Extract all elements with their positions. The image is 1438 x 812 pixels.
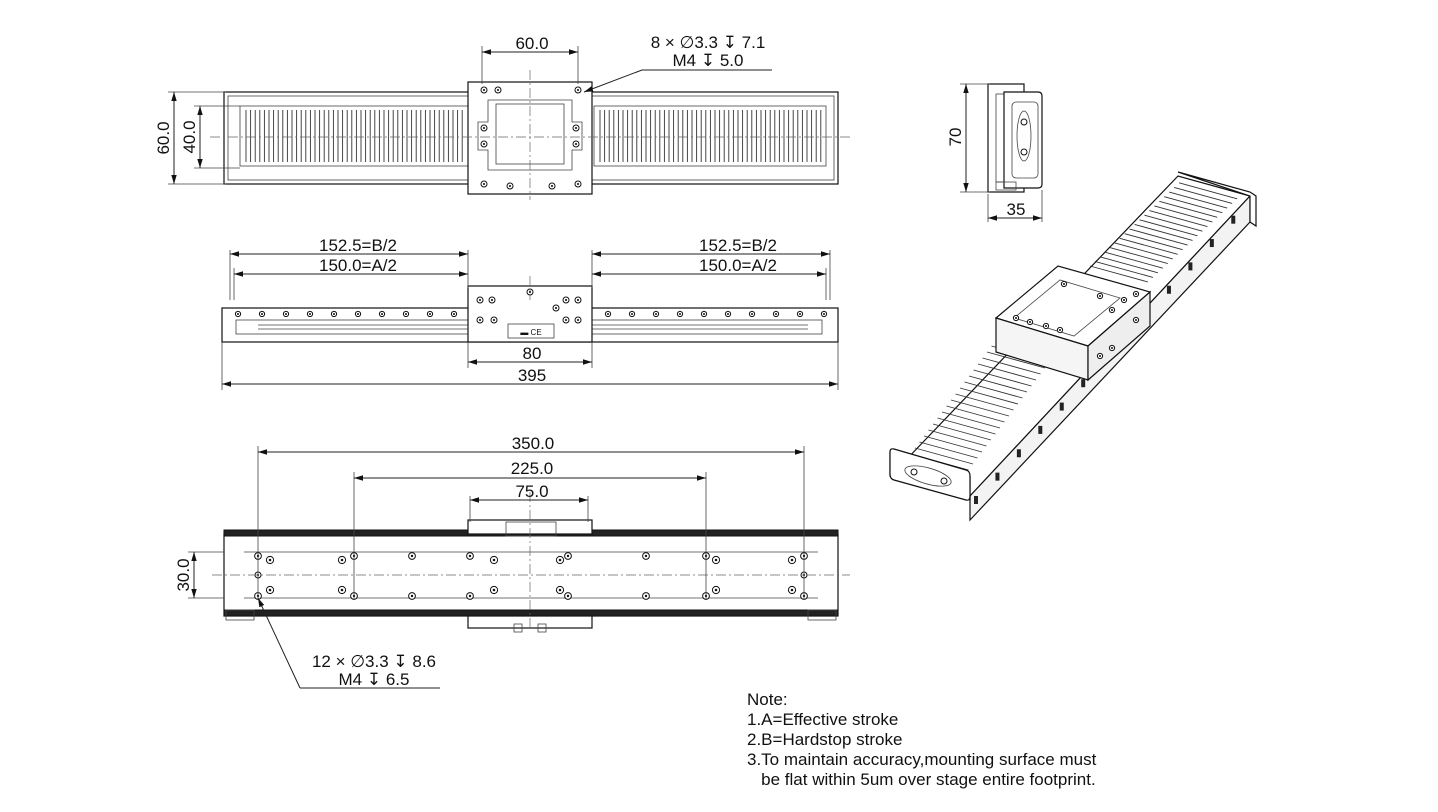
top-carriage-pocket xyxy=(477,99,583,171)
notes-title: Note: xyxy=(747,690,788,709)
front-sensor-block xyxy=(507,323,555,339)
front-total-length-label: 395 xyxy=(518,366,546,385)
top-carriage-holes xyxy=(480,86,582,190)
notes-block: Note: 1.A=Effective stroke 2.B=Hardstop … xyxy=(747,690,1096,790)
front-left-a-label: 150.0=A/2 xyxy=(319,256,397,275)
iso-carriage-pocket xyxy=(1013,279,1121,337)
note-4: be flat within 5um over stage entire foo… xyxy=(747,770,1096,789)
top-right-cover xyxy=(593,105,827,167)
bottom-hole-callout-2: M4 ↧ 6.5 xyxy=(339,670,410,689)
top-view: 60.0 8 × ∅3.3 ↧ 7.1 M4 ↧ 5.0 60.0 40.0 xyxy=(154,33,852,200)
front-rail-screws xyxy=(234,310,828,318)
isometric-view xyxy=(889,171,1257,522)
bottom-span-mid-label: 225.0 xyxy=(511,459,554,478)
top-width-label: 60.0 xyxy=(515,34,548,53)
front-carriage-holes xyxy=(476,288,582,324)
front-carriage-width-label: 80 xyxy=(523,344,542,363)
top-hole-callout-1: 8 × ∅3.3 ↧ 7.1 xyxy=(651,33,766,52)
iso-carriage-holes xyxy=(1012,280,1140,360)
side-height-label: 70 xyxy=(946,128,965,147)
note-3: 3.To maintain accuracy,mounting surface … xyxy=(747,750,1097,769)
front-right-b-label: 152.5=B/2 xyxy=(699,236,777,255)
front-right-a-label: 150.0=A/2 xyxy=(699,256,777,275)
bottom-span-inner-label: 75.0 xyxy=(515,482,548,501)
side-width-label: 35 xyxy=(1007,200,1026,219)
front-view: ▬ CE 152.5=B/2 150.0=A/2 152.5=B/2 150.0… xyxy=(221,236,839,390)
side-carriage-profile xyxy=(1003,91,1043,189)
side-view: 70 35 xyxy=(946,83,1043,222)
top-cover-hatching xyxy=(245,110,822,162)
bottom-view: 350.0 225.0 75.0 30.0 12 × ∅3.3 ↧ 8.6 M4… xyxy=(174,434,850,689)
note-1: 1.A=Effective stroke xyxy=(747,710,899,729)
bottom-side-height-label: 30.0 xyxy=(174,558,193,591)
bottom-span-outer-label: 350.0 xyxy=(512,434,555,453)
bottom-hole-callout-1: 12 × ∅3.3 ↧ 8.6 xyxy=(312,652,436,671)
front-left-b-label: 152.5=B/2 xyxy=(319,236,397,255)
top-height-outer-label: 60.0 xyxy=(154,121,173,154)
iso-cover-hatching xyxy=(905,182,1238,504)
top-hole-callout-2: M4 ↧ 5.0 xyxy=(673,51,744,70)
iso-carriage-side xyxy=(1087,290,1151,382)
note-2: 2.B=Hardstop stroke xyxy=(747,730,903,749)
top-height-inner-label: 40.0 xyxy=(180,120,199,153)
ce-mark: ▬ CE xyxy=(520,328,541,337)
